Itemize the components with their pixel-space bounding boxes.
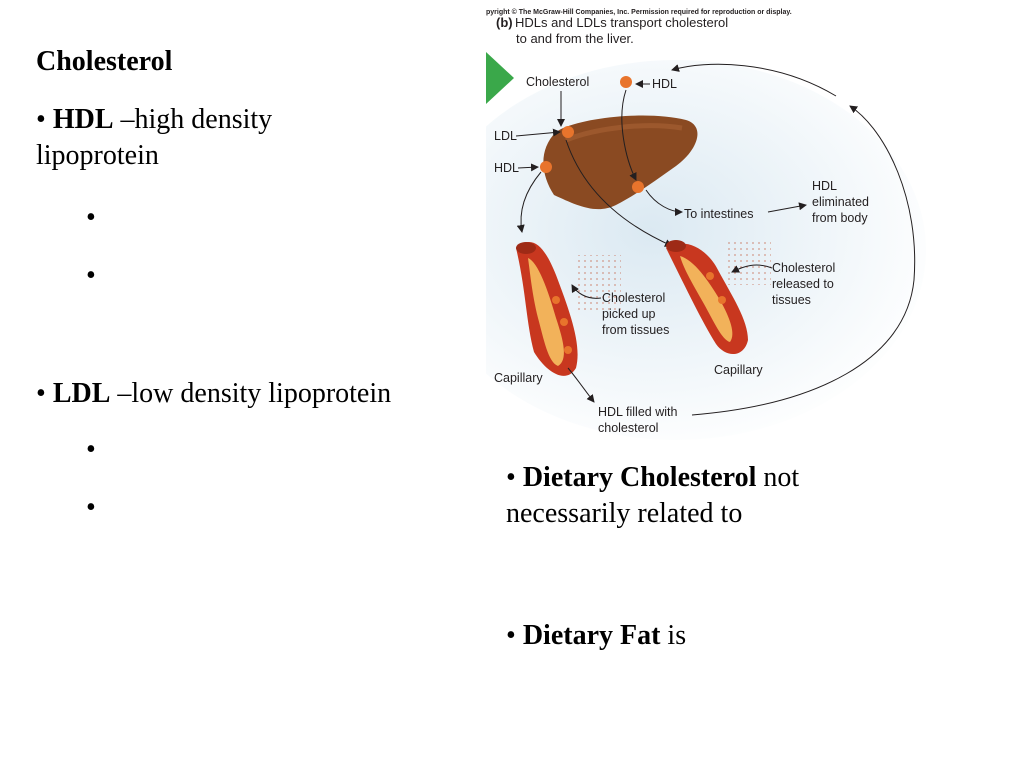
label-hdl-filled-2: cholesterol <box>598 421 658 435</box>
dietary-cholesterol-rest: not <box>756 462 800 493</box>
return-loop-arrow-lower <box>691 105 916 416</box>
ldl-particle <box>562 126 574 138</box>
ldl-subbullet-1: • <box>86 434 96 465</box>
capillary-right <box>666 240 748 355</box>
hdl-particle-top <box>620 76 632 88</box>
hdl-subbullet-1: • <box>86 202 96 233</box>
label-cholesterol: Cholesterol <box>526 75 589 89</box>
label-ldl: LDL <box>494 129 517 143</box>
arrow-hdl-to-capillary <box>516 171 542 233</box>
hdl-desc-line2: lipoprotein <box>36 140 159 171</box>
arrow-hdl-down <box>621 89 637 181</box>
bullet: • <box>506 462 516 493</box>
arrow-eliminated <box>767 202 807 213</box>
label-picked-2: picked up <box>602 307 656 321</box>
hdl-particle-intestine <box>632 181 644 193</box>
dietary-cholesterol-term: Dietary Cholesterol <box>522 462 757 493</box>
panel-letter: (b) <box>496 15 513 30</box>
label-hdl-eliminated-1: HDL <box>812 179 837 193</box>
dietary-cholesterol-line2: necessarily related to <box>506 498 743 529</box>
dietary-fat-item: • Dietary Fat is <box>506 618 686 654</box>
nav-arrow-icon[interactable] <box>486 52 514 104</box>
hdl-item: • HDL –high density lipoprotein <box>36 102 456 174</box>
label-to-intestines: To intestines <box>684 207 753 221</box>
bullet: • <box>36 104 46 135</box>
caption-line-2: to and from the liver. <box>516 31 634 46</box>
copyright-notice: pyright © The McGraw-Hill Companies, Inc… <box>486 8 792 16</box>
bullet: • <box>36 378 46 409</box>
heading-cholesterol: Cholesterol <box>36 46 173 77</box>
caption-line-1: HDLs and LDLs transport cholesterol <box>515 15 728 30</box>
capillary-left <box>516 241 578 376</box>
liver-icon <box>543 115 698 210</box>
label-released-1: Cholesterol <box>772 261 835 275</box>
hdl-term: HDL <box>52 104 114 135</box>
figure-background <box>486 60 926 440</box>
label-capillary-right: Capillary <box>714 363 763 377</box>
arrow-ldl <box>515 128 561 137</box>
label-hdl-eliminated-2: eliminated <box>812 195 869 209</box>
dietary-fat-rest: is <box>660 620 687 651</box>
hdl-ldl-transport-figure: pyright © The McGraw-Hill Companies, Inc… <box>486 8 926 440</box>
tissue-dots-right <box>726 240 771 285</box>
arrow-hdl-left <box>517 163 539 172</box>
arrow-released <box>731 264 773 273</box>
hdl-particle-left <box>540 161 552 173</box>
label-released-3: tissues <box>772 293 811 307</box>
label-hdl-left: HDL <box>494 161 519 175</box>
label-picked-3: from tissues <box>602 323 669 337</box>
label-hdl-filled-1: HDL filled with <box>598 405 677 419</box>
hdl-subbullet-2: • <box>86 260 96 291</box>
label-released-2: released to <box>772 277 834 291</box>
hdl-desc: –high density <box>113 104 273 135</box>
arrow-hdl-filled <box>567 367 595 403</box>
dietary-fat-term: Dietary Fat <box>522 620 661 651</box>
label-hdl-top: HDL <box>652 77 677 91</box>
arrow-picked-up <box>571 284 602 299</box>
ldl-term: LDL <box>52 378 111 409</box>
tissue-dots-left <box>576 255 621 310</box>
return-loop-arrow-upper <box>671 63 837 97</box>
arrow-to-intestines <box>645 189 683 216</box>
label-capillary-left: Capillary <box>494 371 543 385</box>
label-picked-1: Cholesterol <box>602 291 665 305</box>
ldl-desc: –low density lipoprotein <box>110 378 392 409</box>
bullet: • <box>506 620 516 651</box>
arrow-ldl-to-capillary <box>565 139 673 247</box>
label-hdl-eliminated-3: from body <box>812 211 868 225</box>
ldl-subbullet-2: • <box>86 492 96 523</box>
ldl-item: • LDL –low density lipoprotein <box>36 376 486 412</box>
dietary-cholesterol-item: • Dietary Cholesterol not necessarily re… <box>506 460 1006 532</box>
